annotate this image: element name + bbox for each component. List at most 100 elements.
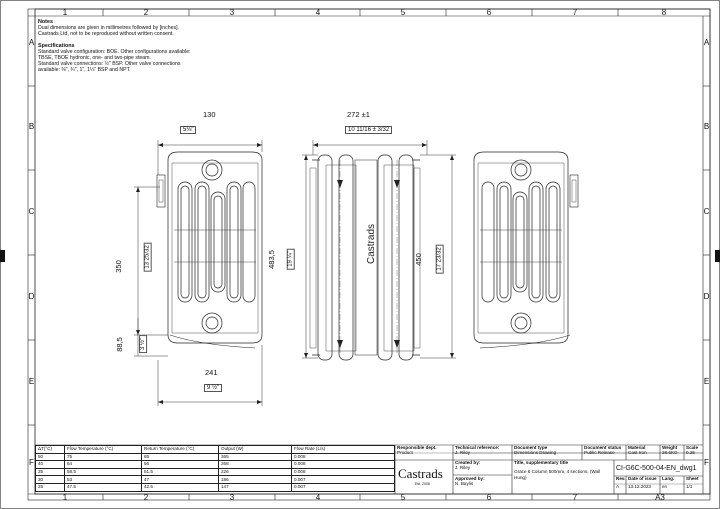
zone-col-2-bottom: 2 [143,493,149,502]
tb-doc-status: Document status Public Release [584,445,621,456]
zone-col-8: 8 [661,8,667,17]
tb-approved: Approved by: N. Baylis [455,476,485,487]
zone-row-d-right: D [703,292,710,301]
zone-col-1: 1 [62,8,68,17]
dim-height-450-inch: 17 23/32 [435,244,444,274]
tb-sheet-value: 1/1 [686,484,693,490]
zone-col-7: 7 [572,8,578,17]
tb-lang-value: en [662,484,668,490]
tb-weight-value: 28.6KG [662,450,678,456]
cell: 0.008 [291,467,395,477]
zone-row-a-right: A [703,38,710,47]
notes-line: Dual dimensions are given in millimetres… [38,25,179,32]
dim-height-483-5-inch: 19 ¼" [286,248,295,270]
tb-material-value: Cast Iron [628,450,647,456]
cell: 186 [218,475,292,484]
logo-text: Castrads [398,466,443,481]
cell: 65 [141,452,219,462]
cell: 53 [64,475,142,484]
cell: 56 [141,460,219,469]
tb-material-label: Material [628,445,646,450]
notes-line: Castrads Ltd, not to be reproduced witho… [38,31,174,38]
tb-title-value: Grace 6 Column 500mm, 4 sections, (Wall … [514,469,601,480]
tb-scale: Scale 0.25 [686,445,698,456]
performance-table: ΔT(°C) Flow Temperature (°C) Return Temp… [35,445,395,492]
zone-row-f: F [29,458,34,467]
cell: 25 [35,482,65,492]
front-view [156,151,263,349]
dim-width-241: 241 [205,368,218,377]
tb-weight: Weight 28.6KG [662,445,678,456]
cell: 75 [64,452,142,462]
zone-row-c-right: C [703,207,710,216]
tb-date-label: Date of issue [628,476,657,481]
tb-rev: Rev. A [616,476,625,490]
tb-approved-label: Approved by: [455,476,485,481]
zone-col-4-bottom: 4 [315,493,321,502]
cell: 226 [218,467,292,477]
cell: 268 [218,460,292,469]
zone-row-f-right: F [704,458,709,467]
paper-size: A3 [655,493,665,502]
cell: 30 [35,475,65,484]
cell: 51.5 [141,467,219,477]
cell: 35 [35,467,65,477]
tb-sheet-label: Sheet [686,476,699,481]
tb-doc-type-label: Document type [514,445,548,450]
cell: 42.5 [141,482,219,492]
side-view-logo: Castrads [366,224,377,264]
castrads-logo: Castrads [398,466,443,482]
tb-date-value: 13.12.2023 [628,484,651,490]
tb-lang: Lang. en [662,476,674,490]
cell: 0.007 [291,482,395,492]
dim-height-88-5: 88,5 [114,337,124,352]
cell: 0.008 [291,452,395,462]
header-return-temp: Return Temperature (°C) [141,445,219,454]
spec-line: TBSE, TBOE hydronic, one- and two-pipe s… [38,55,151,62]
tb-resp-dept: Responsible dept. Product [397,445,437,456]
tb-created: Created by: J. Riley [455,460,480,471]
header-output: Output (W) [218,445,292,454]
rear-view [473,151,579,349]
tb-rev-value: A [616,484,620,490]
zone-col-5-bottom: 5 [400,493,406,502]
notes-title: Notes [38,19,53,25]
dim-height-483-5: 483,5 [266,250,276,269]
zone-col-6-bottom: 6 [486,493,492,502]
tb-created-value: J. Riley [455,465,471,471]
tb-scale-value: 0.25 [686,450,695,456]
header-delta-t: ΔT(°C) [35,445,65,454]
tb-tech-ref-label: Technical reference: [455,445,500,450]
tb-title-label: Title, supplementary title [514,460,569,465]
tb-doc-status-value: Public Release [584,450,615,456]
dim-height-88-5-inch: 3 ½" [139,334,148,354]
cell: 50 [35,452,65,462]
tb-tech-ref-value: J. Riley [455,450,471,456]
tb-material: Material Cast Iron [628,445,647,456]
zone-col-3: 3 [229,8,235,17]
zone-col-4: 4 [315,8,321,17]
tb-doc-type-value: Dimensions Drawing [514,450,557,456]
tb-weight-label: Weight [662,445,678,450]
logo-subtitle: Est. 2008 [415,482,430,486]
zone-col-7-bottom: 7 [572,493,578,502]
spec-line: Standard valve configuration: BOE. Other… [38,48,191,55]
zone-row-a: A [28,38,35,47]
cell: 58.5 [64,467,142,477]
zone-col-3-bottom: 3 [229,493,235,502]
zone-col-6: 6 [486,8,492,17]
zone-row-c: C [28,207,35,216]
zone-row-b-right: B [703,122,710,131]
drawing-number: CI-G6C-500-04-EN_dwg1 [616,465,697,472]
zone-col-2: 2 [143,8,149,17]
tb-sheet: Sheet 1/1 [686,476,699,490]
dim-depth-272: 272 ±1 [347,110,370,119]
header-flow-temp: Flow Temperature (°C) [64,445,142,454]
spec-line: Standard valve connections: ½" BSP. Othe… [38,61,181,68]
zone-col-5: 5 [400,8,406,17]
